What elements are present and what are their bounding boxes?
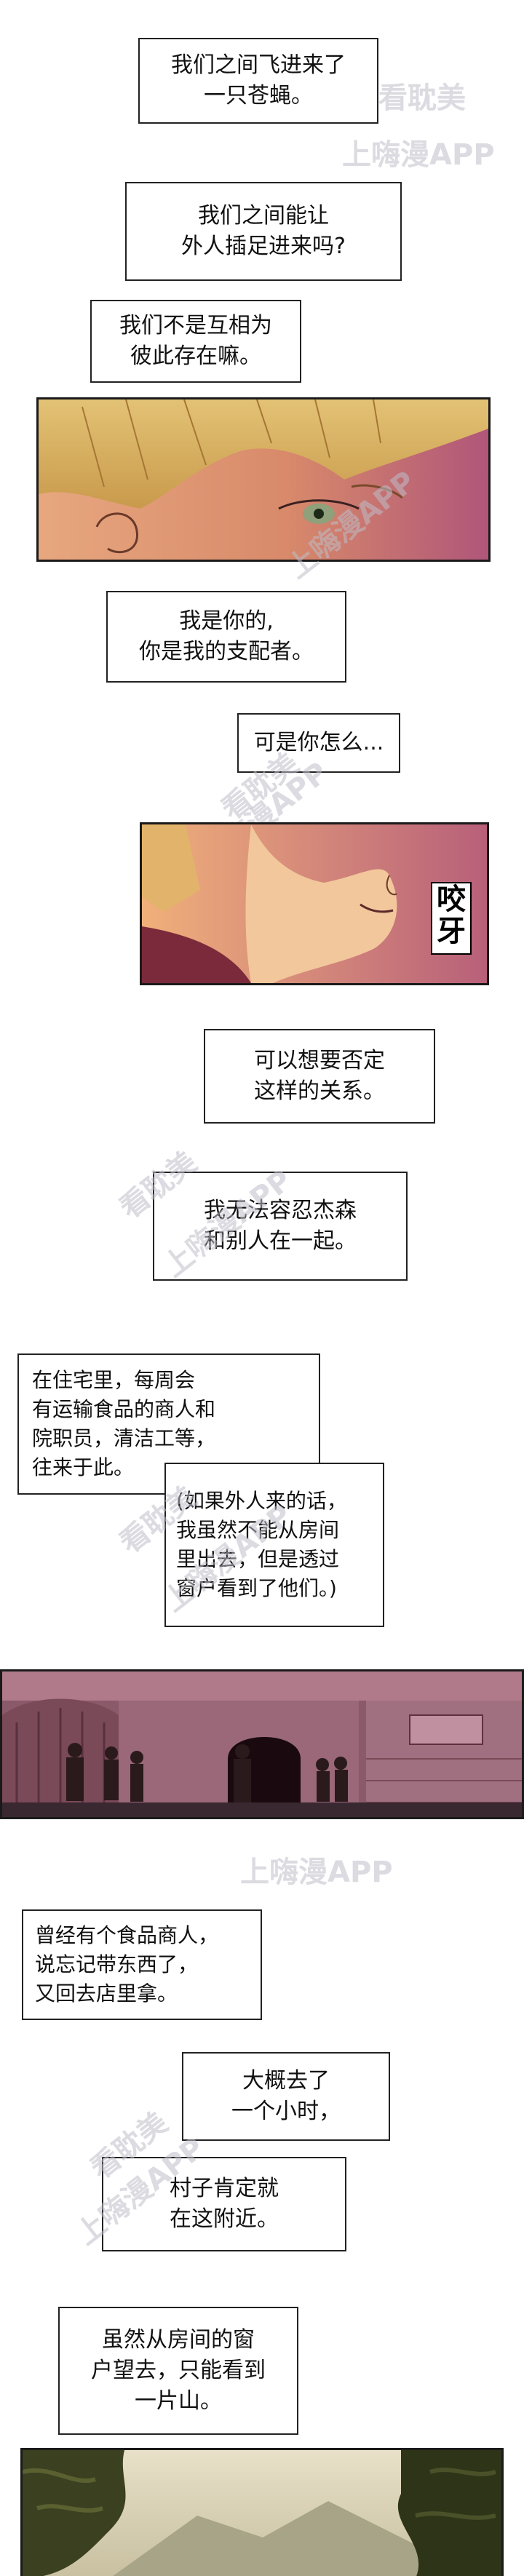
- panel-courtyard-visitors: [0, 1669, 524, 1819]
- speech-bubble-outsider: 我们之间能让 外人插足进来吗?: [125, 182, 402, 281]
- speech-bubble-each-other: 我们不是互相为 彼此存在嘛。: [90, 300, 301, 383]
- speech-bubble-one-hour: 大概去了 一个小时，: [182, 2052, 390, 2141]
- watermark-brand: 看耽美: [378, 82, 466, 115]
- panel-forest-mountain: [20, 2448, 504, 2576]
- figure-silhouettes: [66, 1743, 348, 1802]
- panel-clenched-jaw: [140, 822, 489, 985]
- speech-bubble-yours: 我是你的, 你是我的支配者。: [106, 591, 346, 683]
- eye-closeup-art: [39, 399, 488, 560]
- narration-box-window: (如果外人来的话， 我虽然不能从房间 里出去，但是透过 窗户看到了他们。): [164, 1463, 384, 1627]
- speech-bubble-village-nearby: 村子肯定就 在这附近。: [102, 2157, 346, 2251]
- narration-box-mountains: 虽然从房间的窗 户望去，只能看到 一片山。: [58, 2307, 298, 2435]
- panel-eye-closeup: [36, 397, 491, 562]
- courtyard-art: [2, 1671, 522, 1817]
- speech-bubble-deny-relationship: 可以想要否定 这样的关系。: [204, 1029, 435, 1124]
- watermark-app-2: 上嗨漫APP: [240, 1856, 393, 1889]
- speech-bubble-but-why: 可是你怎么...: [237, 713, 400, 773]
- speech-bubble-cannot-tolerate: 我无法容忍杰森 和别人在一起。: [153, 1172, 408, 1281]
- clenched-jaw-art: [142, 824, 487, 983]
- speech-bubble-fly: 我们之间飞进来了 一只苍蝇。: [138, 38, 378, 124]
- sfx-bite-teeth: 咬 牙: [431, 882, 472, 955]
- watermark-app: 上嗨漫APP: [342, 138, 495, 172]
- narration-box-merchant: 曾经有个食品商人， 说忘记带东西了， 又回去店里拿。: [22, 1909, 262, 2020]
- forest-mountain-art: [23, 2450, 501, 2576]
- narration-box-visitors: 在住宅里，每周会 有运输食品的商人和 院职员，清洁工等， 往来于此。: [17, 1353, 320, 1495]
